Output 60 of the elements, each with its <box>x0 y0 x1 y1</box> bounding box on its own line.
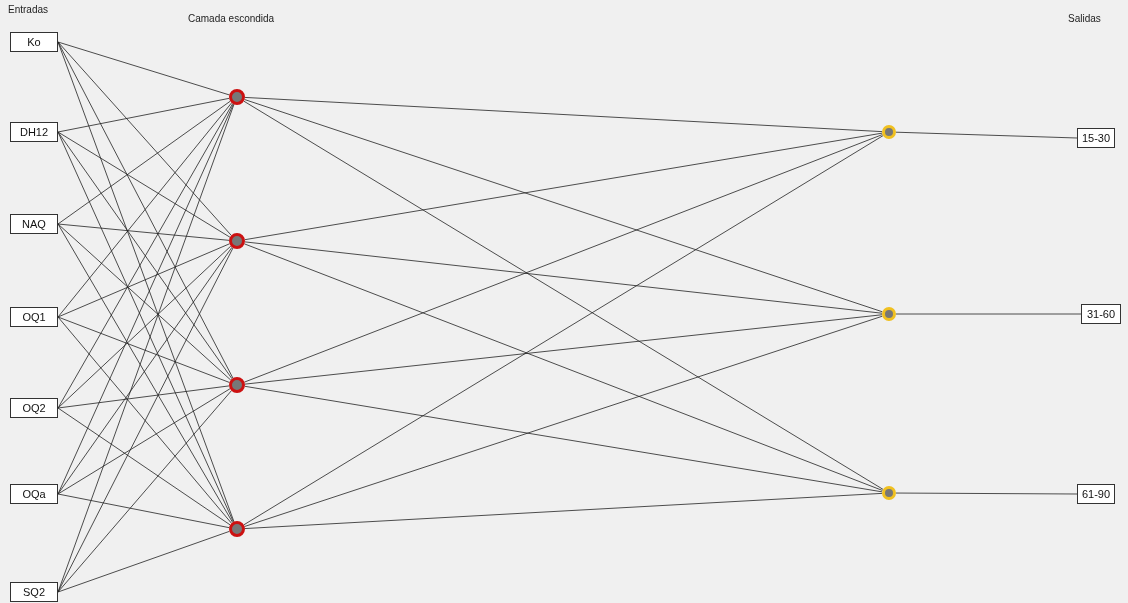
connection-line <box>244 134 883 383</box>
input-box: OQ1 <box>10 307 58 327</box>
column-heading: Salidas <box>1068 13 1101 24</box>
input-box: NAQ <box>10 214 58 234</box>
neuron-circle <box>229 377 245 393</box>
connection-line <box>244 493 883 529</box>
connection-line <box>243 100 884 490</box>
connection-line <box>57 223 232 381</box>
connection-line <box>57 100 231 225</box>
neuron-circle <box>229 233 245 249</box>
neuron-circle <box>229 521 245 537</box>
connection-line <box>243 135 884 526</box>
neuron-circle <box>882 125 896 139</box>
connection-line <box>57 223 230 241</box>
connection-line <box>244 132 883 241</box>
connection-line <box>57 530 230 593</box>
connection-line <box>244 99 883 313</box>
connection-line <box>895 313 1082 315</box>
connection-line <box>57 131 231 238</box>
connection-line <box>57 316 230 383</box>
connection-line <box>57 245 232 409</box>
input-box: SQ2 <box>10 582 58 602</box>
connection-line <box>244 315 883 527</box>
connection-line <box>57 243 230 318</box>
input-box: DH12 <box>10 122 58 142</box>
connection-line <box>57 385 230 409</box>
connection-line <box>244 314 883 385</box>
connection-line <box>57 246 233 495</box>
neuron-circle <box>882 307 896 321</box>
output-box: 15-30 <box>1077 128 1115 148</box>
connection-line <box>57 41 230 96</box>
connection-line <box>57 102 232 318</box>
connection-line <box>57 103 234 409</box>
neuron-circle <box>229 89 245 105</box>
neuron-circle <box>882 486 896 500</box>
connection-line <box>895 131 1078 139</box>
connection-line <box>57 493 230 529</box>
connection-line <box>244 243 883 491</box>
connection-line <box>244 97 883 132</box>
connection-line <box>57 388 231 495</box>
connection-line <box>244 241 883 314</box>
connection-line <box>57 390 232 593</box>
input-box: OQa <box>10 484 58 504</box>
output-box: 31-60 <box>1081 304 1121 324</box>
connection-line <box>57 316 232 524</box>
input-box: OQ2 <box>10 398 58 418</box>
connection-line <box>57 104 235 593</box>
connection-line <box>244 385 883 493</box>
connection-line <box>57 41 235 522</box>
connection-line <box>57 41 232 236</box>
connection-line <box>57 407 231 526</box>
column-heading: Camada escondida <box>188 13 275 24</box>
connection-line <box>57 223 233 523</box>
column-heading: Entradas <box>8 4 49 15</box>
connection-line <box>57 131 233 380</box>
output-box: 61-90 <box>1077 484 1115 504</box>
connection-line <box>57 97 230 133</box>
connection-line <box>895 492 1078 495</box>
connection-line <box>57 41 234 379</box>
input-box: Ko <box>10 32 58 52</box>
